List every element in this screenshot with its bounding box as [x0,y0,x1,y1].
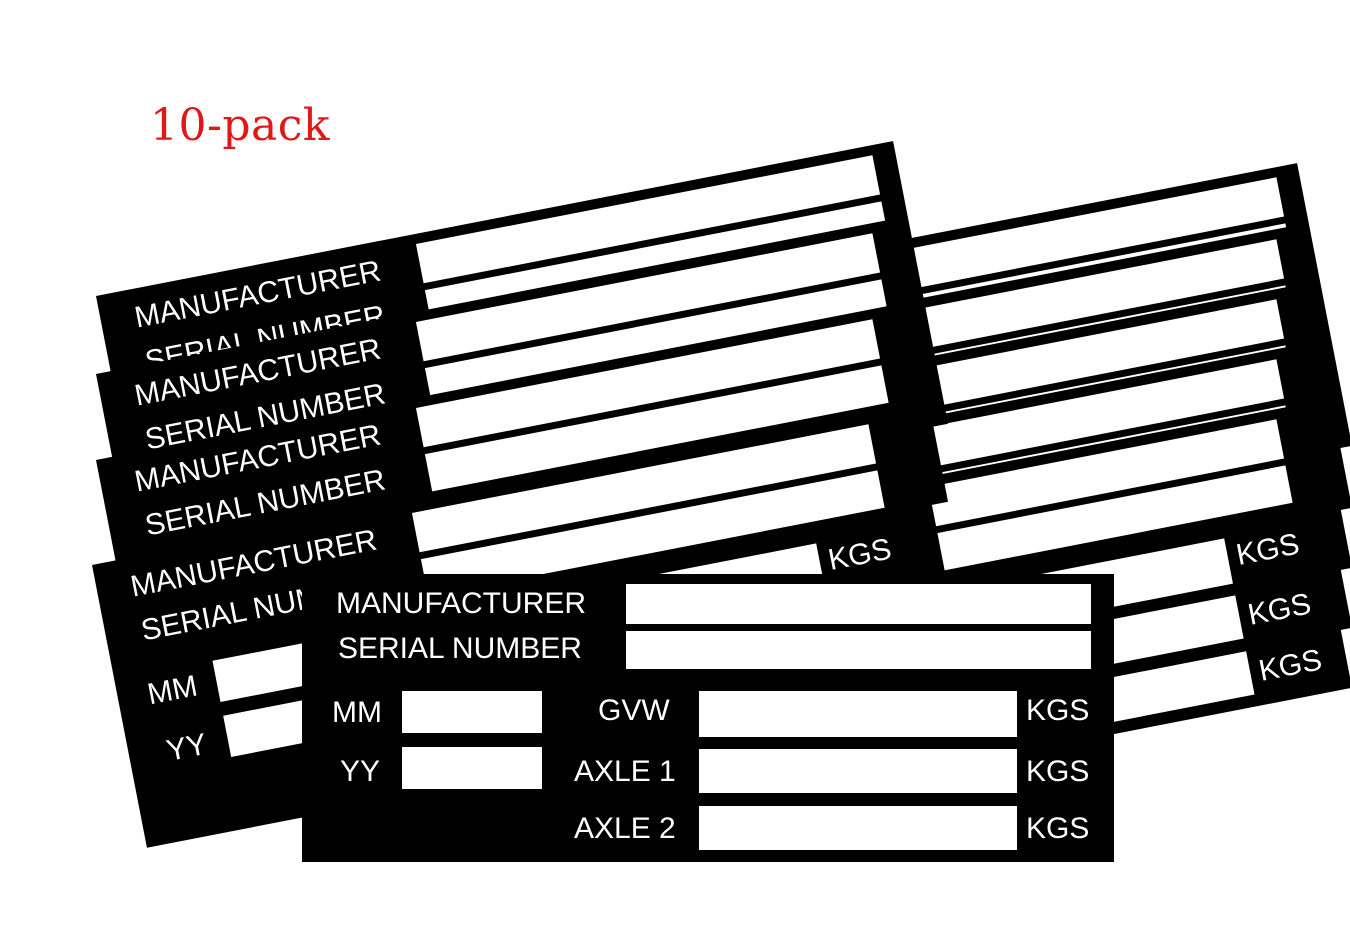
gvw-unit-label: KGS [1026,694,1090,727]
mm-label: MM [144,669,201,712]
axle2-label: AXLE 2 [574,812,676,845]
gvw-label: GVW [598,694,670,727]
yy-field [402,747,542,789]
serial-number-field [626,631,1091,669]
gvw-field [699,691,1017,737]
mm-label: MM [332,696,382,729]
axle2-field [699,806,1017,850]
axle2-unit-label: KGS [1026,812,1090,845]
axle1-field [699,749,1017,793]
pack-count-label: 10-pack [150,100,331,151]
mm-field [402,691,542,733]
axle1-label: AXLE 1 [574,755,676,788]
gvw-unit-label: KGS [1233,527,1303,573]
manufacturer-field [626,584,1091,624]
axle2-unit-label: KGS [1256,643,1325,688]
id-plate-front: MANUFACTURER SERIAL NUMBER MM YY GVW KGS… [302,574,1114,862]
axle1-unit-label: KGS [1245,587,1314,632]
yy-label: YY [340,755,381,788]
axle1-unit-label: KGS [1026,755,1090,788]
gvw-unit-label: KGS [825,532,895,578]
serial-number-label: SERIAL NUMBER [338,632,582,665]
manufacturer-label: MANUFACTURER [336,587,587,620]
yy-label: YY [163,727,210,768]
